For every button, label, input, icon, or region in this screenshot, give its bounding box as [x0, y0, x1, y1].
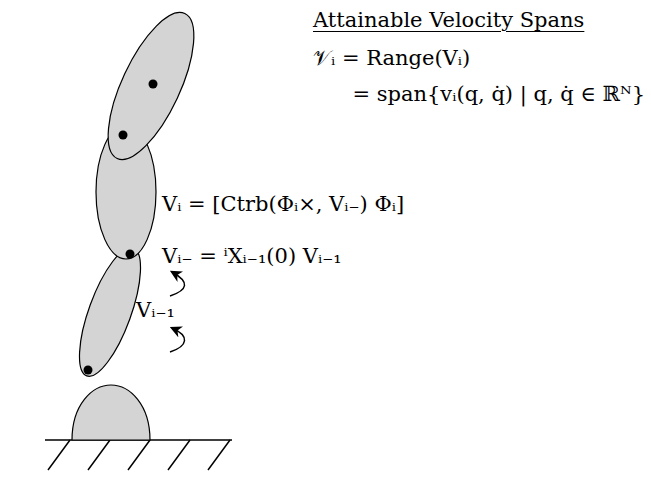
equation-label: Vᵢ₋ = ⁱXᵢ₋₁(0) Vᵢ₋₁	[162, 244, 342, 269]
base-link	[72, 385, 150, 440]
equation-label: Vᵢ = [Ctrb(Φᵢ×, Vᵢ₋) Φᵢ]	[162, 192, 404, 217]
equation-label: 𝒱ᵢ = Range(Vᵢ)	[313, 46, 470, 71]
ground	[45, 440, 232, 470]
links	[67, 1, 211, 440]
heading: Attainable Velocity Spans	[313, 8, 584, 33]
link-3	[91, 1, 211, 171]
joints	[84, 80, 158, 375]
equation-label: = span{vᵢ(q, q̇) | q, q̇ ∈ ℝᴺ}	[352, 82, 645, 107]
equation-label: Vᵢ₋₁	[136, 298, 175, 323]
